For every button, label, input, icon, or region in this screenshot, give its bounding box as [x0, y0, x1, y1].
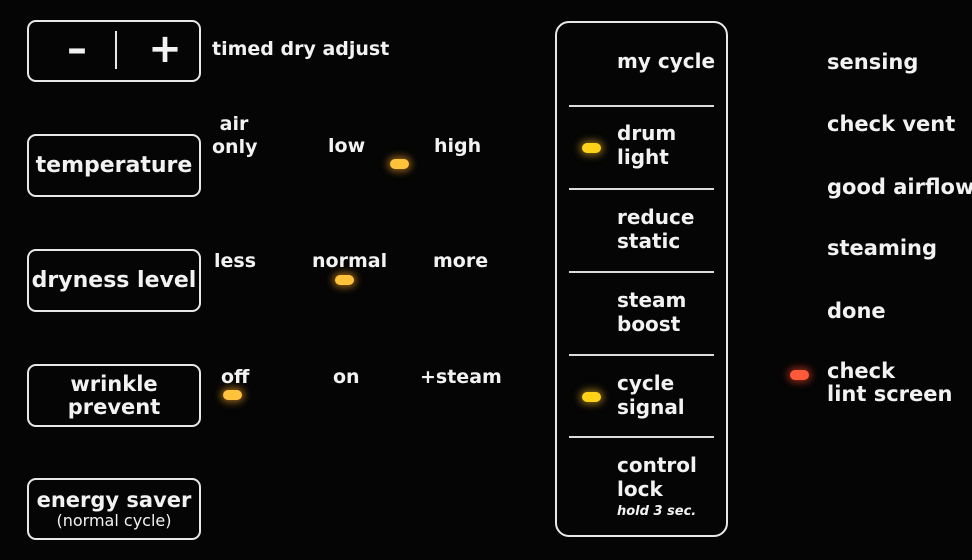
check-lint-screen-indicator [790, 370, 809, 380]
temperature-high-indicator [390, 159, 409, 169]
cycle-options-panel: my cycle drum light reduce static steam … [555, 21, 728, 537]
energy-saver-sublabel: (normal cycle) [56, 510, 172, 530]
temperature-button[interactable]: temperature [27, 134, 201, 197]
minus-button[interactable]: – [67, 26, 87, 73]
dryness-level-button[interactable]: dryness level [27, 249, 201, 312]
my-cycle-button[interactable]: my cycle [617, 49, 716, 73]
divider [569, 188, 714, 190]
temperature-button-label: temperature [35, 152, 193, 178]
status-check-lint-screen: check lint screen [827, 359, 953, 407]
timed-dry-adjust-control: – + [27, 20, 201, 82]
dryness-option-normal: normal [312, 250, 388, 272]
dryness-option-less: less [214, 250, 257, 272]
status-steaming: steaming [827, 236, 938, 260]
temperature-option-air-only: air only [212, 113, 258, 158]
status-done: done [827, 299, 886, 323]
reduce-static-button[interactable]: reduce static [617, 205, 695, 254]
divider [569, 436, 714, 438]
energy-saver-button[interactable]: energy saver (normal cycle) [27, 478, 201, 540]
divider [569, 354, 714, 356]
status-check-vent: check vent [827, 112, 956, 136]
status-sensing: sensing [827, 50, 919, 74]
drum-light-indicator [582, 143, 601, 153]
steam-boost-button[interactable]: steam boost [617, 288, 687, 337]
status-good-airflow: good airflow [827, 175, 972, 199]
temperature-option-high: high [434, 135, 482, 157]
control-lock-button[interactable]: control lock [617, 453, 697, 502]
dryness-option-more: more [433, 250, 489, 272]
wrinkle-option-steam: +steam [420, 366, 502, 388]
control-lock-hint: hold 3 sec. [617, 504, 697, 519]
temperature-option-low: low [328, 135, 366, 157]
divider [569, 105, 714, 107]
dryness-level-button-label: dryness level [31, 267, 197, 293]
wrinkle-prevent-button[interactable]: wrinkle prevent [27, 364, 201, 427]
cycle-signal-button[interactable]: cycle signal [617, 371, 685, 420]
cycle-signal-indicator [582, 392, 601, 402]
dryness-normal-indicator [335, 275, 354, 285]
wrinkle-option-off: off [221, 366, 250, 388]
timed-dry-adjust-label: timed dry adjust [212, 38, 390, 60]
divider [569, 271, 714, 273]
drum-light-button[interactable]: drum light [617, 121, 677, 170]
wrinkle-option-on: on [333, 366, 360, 388]
wrinkle-off-indicator [223, 390, 242, 400]
wrinkle-prevent-button-label: wrinkle prevent [67, 371, 161, 419]
energy-saver-label: energy saver [36, 488, 192, 513]
plus-button[interactable]: + [148, 26, 182, 73]
divider [115, 31, 117, 69]
